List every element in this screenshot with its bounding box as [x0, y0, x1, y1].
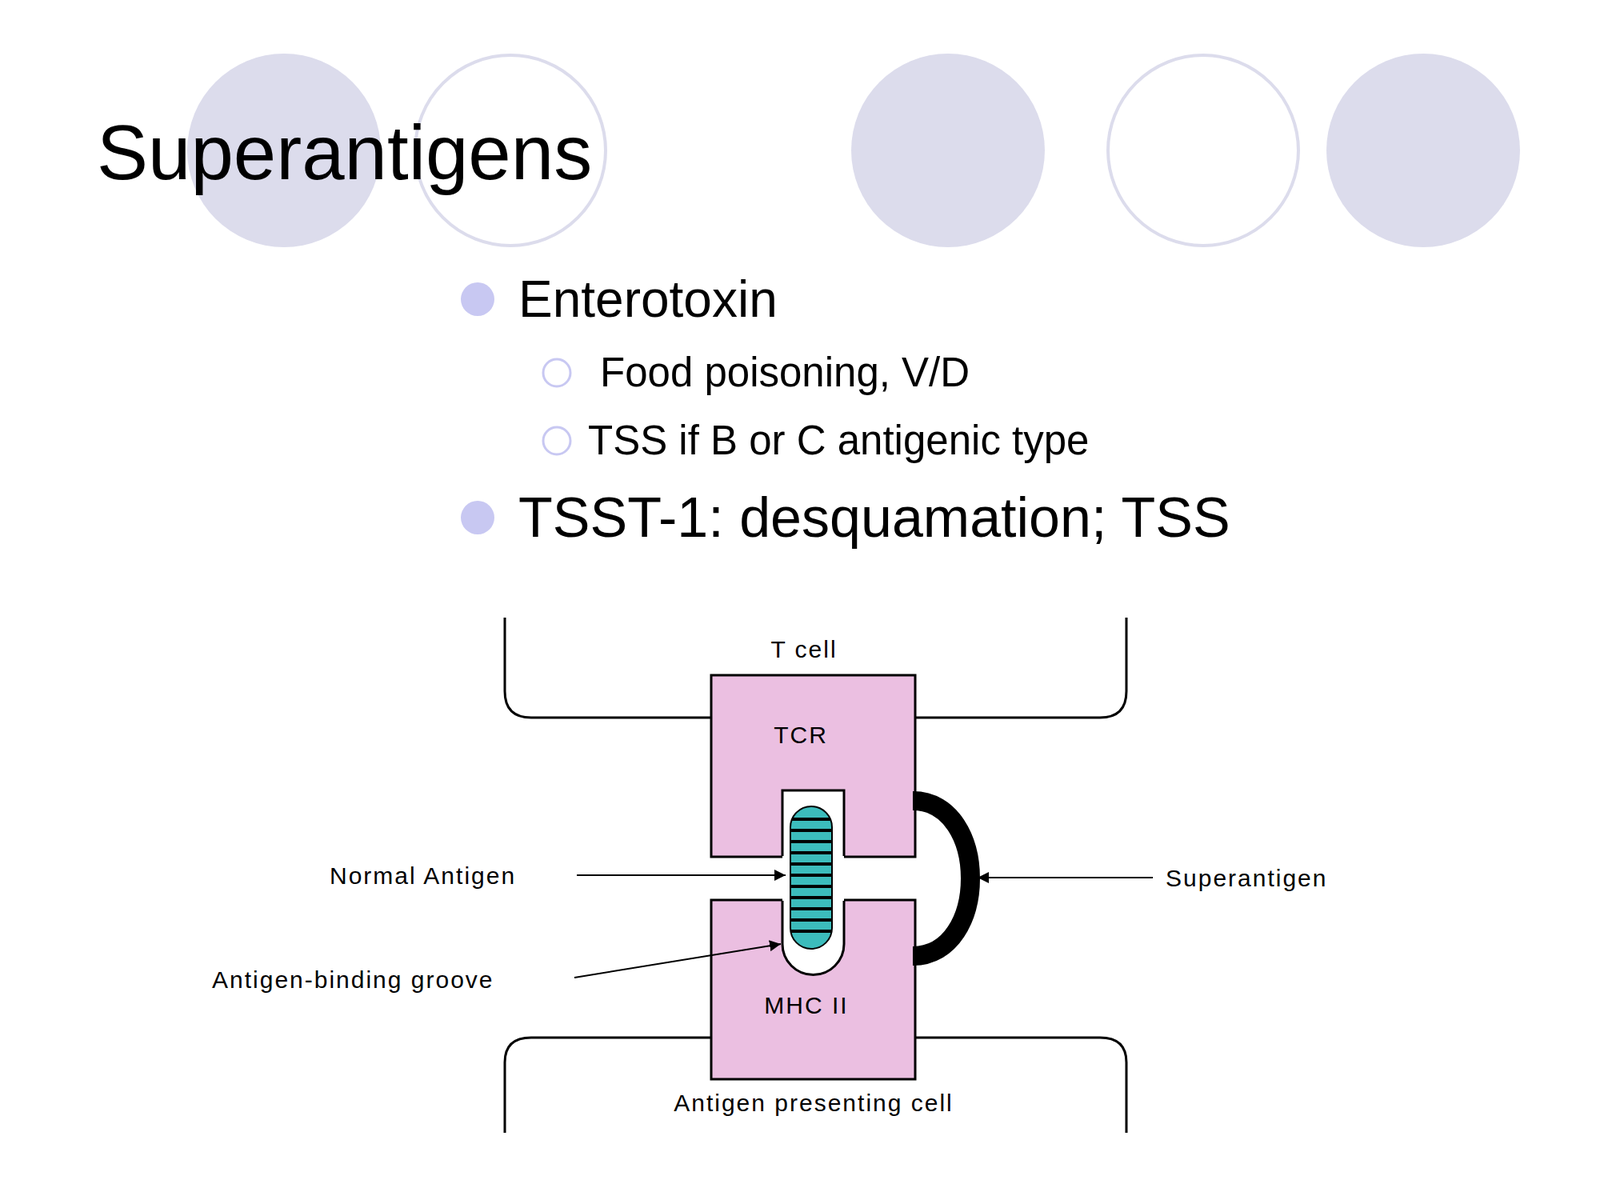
bullet-dot — [460, 500, 495, 535]
leader-line — [977, 876, 1153, 879]
node-outline — [711, 675, 916, 857]
node-label: T cell — [770, 636, 837, 663]
node-label: TCR — [773, 721, 828, 748]
sub-bullet-ring — [543, 427, 571, 455]
bullet-text: TSST-1: desquamation; TSS — [518, 487, 1231, 549]
slide-title: Superantigens — [96, 110, 592, 196]
leader-line — [576, 874, 786, 876]
bullet-dot — [460, 282, 495, 316]
node-label: Antigen presenting cell — [673, 1089, 954, 1116]
receptor-box: TCR — [711, 675, 916, 857]
sub-bullet-text: Food poisoning, V/D — [600, 350, 970, 396]
node-shape — [711, 675, 916, 857]
normal-antigen — [784, 806, 840, 949]
node-outline — [711, 900, 916, 1080]
decor-circle — [851, 53, 1045, 248]
decor-ring — [1108, 55, 1299, 246]
bullet-text: Enterotoxin — [518, 271, 778, 328]
decor-circle — [1326, 53, 1520, 248]
sub-bullet-ring — [543, 359, 571, 387]
callout-label: Antigen-binding groove — [212, 966, 495, 993]
sub-bullet-text: TSS if B or C antigenic type — [588, 418, 1089, 464]
receptor-box: MHC II — [711, 900, 916, 1080]
leader-line — [574, 944, 781, 978]
callout-label: Normal Antigen — [329, 862, 516, 889]
node-outline — [504, 1037, 1127, 1133]
node-label: MHC II — [764, 992, 848, 1019]
groove-gap — [782, 856, 844, 901]
callout-label: Superantigen — [1165, 864, 1328, 892]
superantigen-arc — [912, 800, 971, 956]
node-shape — [711, 900, 916, 1080]
